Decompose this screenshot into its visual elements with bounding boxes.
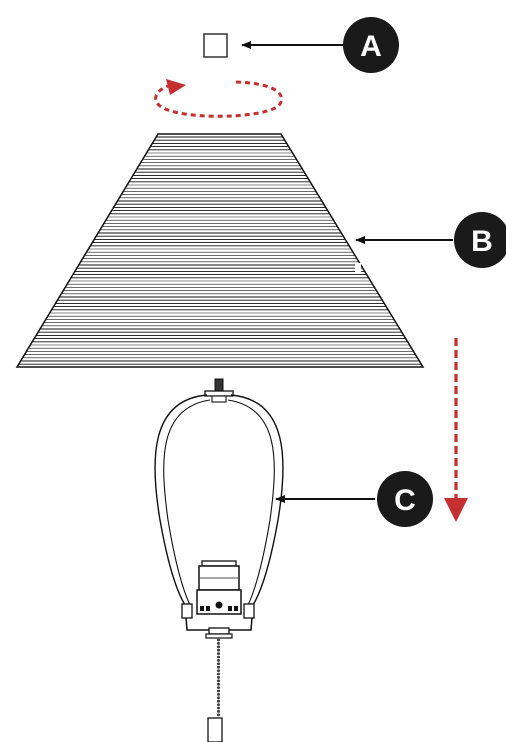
lamp-harp (154, 378, 284, 742)
callout-b-label: B (471, 225, 493, 258)
callout-c: C (377, 471, 433, 527)
callout-c-label: C (394, 484, 416, 517)
rotation-arrow (154, 79, 283, 118)
callout-b: B (454, 212, 506, 268)
callout-a-label: A (360, 30, 382, 63)
finial-part (203, 33, 228, 58)
lamp-shade (15, 133, 425, 368)
down-arrow (444, 338, 468, 522)
callout-a: A (343, 17, 399, 73)
